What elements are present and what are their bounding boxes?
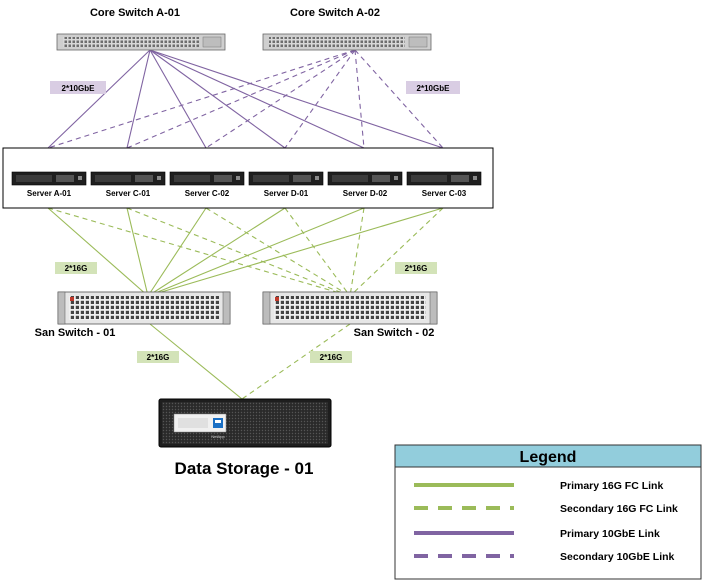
server-server-d-01[interactable]: Server D-01 [248,171,324,198]
legend-label-0: Primary 16G FC Link [560,480,663,492]
san-switch-02-label: San Switch - 02 [354,327,435,339]
fc-secondary-link-0 [47,207,351,297]
legend-label-1: Secondary 16G FC Link [560,503,678,515]
fc-lower-tag-1: 2*16G [137,351,179,363]
server-server-c-02[interactable]: Server C-02 [169,171,245,198]
core-switch-a01[interactable] [56,33,226,51]
fc-primary-link-4 [147,207,365,297]
server-label-2: Server C-02 [185,189,230,198]
legend-label-3: Secondary 10GbE Link [560,551,675,563]
san-switch-01[interactable] [57,291,231,325]
fc-upper-tag-1-text: 2*16G [65,264,88,273]
ethernet-secondary-link-3 [284,49,356,149]
ethernet-secondary-link-5 [354,49,444,149]
ethernet-primary-link-3 [149,49,286,149]
server-label-5: Server C-03 [422,189,467,198]
core-switch-a02[interactable] [262,33,432,51]
server-server-d-02[interactable]: Server D-02 [327,171,403,198]
fc-storage-primary-link [149,323,243,400]
server-server-c-03[interactable]: Server C-03 [406,171,482,198]
ethernet-primary-link-2 [149,49,207,149]
core-link-tag-1: 2*10GbE [50,81,106,94]
legend-label-2: Primary 10GbE Link [560,528,660,540]
server-label-3: Server D-01 [264,189,309,198]
ethernet-primary-link-0 [47,49,151,149]
fc-storage-secondary-link [241,323,351,400]
storage-brand: NetApp [211,434,225,439]
fc-secondary-link-1 [126,207,351,297]
legend-title: Legend [520,449,577,466]
fc-lower-tag-2-text: 2*16G [320,353,343,362]
san-switch-01-label: San Switch - 01 [35,327,116,339]
fc-secondary-link-2 [205,207,351,297]
ethernet-secondary-link-2 [205,49,356,149]
fc-lower-tag-2: 2*16G [310,351,352,363]
core-link-tag-1-text: 2*10GbE [62,84,96,93]
data-storage-unit[interactable]: NetApp [158,398,332,448]
fc-primary-link-5 [147,207,444,297]
server-label-1: Server C-01 [106,189,151,198]
fc-secondary-link-3 [284,207,351,297]
core-link-tag-2-text: 2*10GbE [417,84,451,93]
fc-upper-tag-2-text: 2*16G [405,264,428,273]
fc-primary-link-0 [47,207,149,297]
fc-primary-link-3 [147,207,286,297]
fc-primary-link-1 [126,207,149,297]
fc-secondary-link-4 [349,207,365,297]
fc-lower-tag-1-text: 2*16G [147,353,170,362]
ethernet-secondary-link-1 [126,49,356,149]
fc-upper-tag-2: 2*16G [395,262,437,274]
core-switch-a02-label: Core Switch A-02 [290,7,380,19]
ethernet-secondary-link-4 [354,49,365,149]
fc-upper-tag-1: 2*16G [55,262,97,274]
server-server-a-01[interactable]: Server A-01 [11,171,87,198]
ethernet-primary-link-5 [149,49,444,149]
server-server-c-01[interactable]: Server C-01 [90,171,166,198]
fc-secondary-link-5 [349,207,444,297]
links-layer [47,49,444,400]
core-link-tag-2: 2*10GbE [406,81,460,94]
server-label-4: Server D-02 [343,189,388,198]
ethernet-primary-link-4 [149,49,365,149]
server-label-0: Server A-01 [27,189,72,198]
data-storage-label: Data Storage - 01 [175,459,314,478]
ethernet-primary-link-1 [126,49,151,149]
core-switch-a01-label: Core Switch A-01 [90,7,180,19]
san-switch-02[interactable] [262,291,438,325]
fc-primary-link-2 [147,207,207,297]
ethernet-secondary-link-0 [47,49,356,149]
